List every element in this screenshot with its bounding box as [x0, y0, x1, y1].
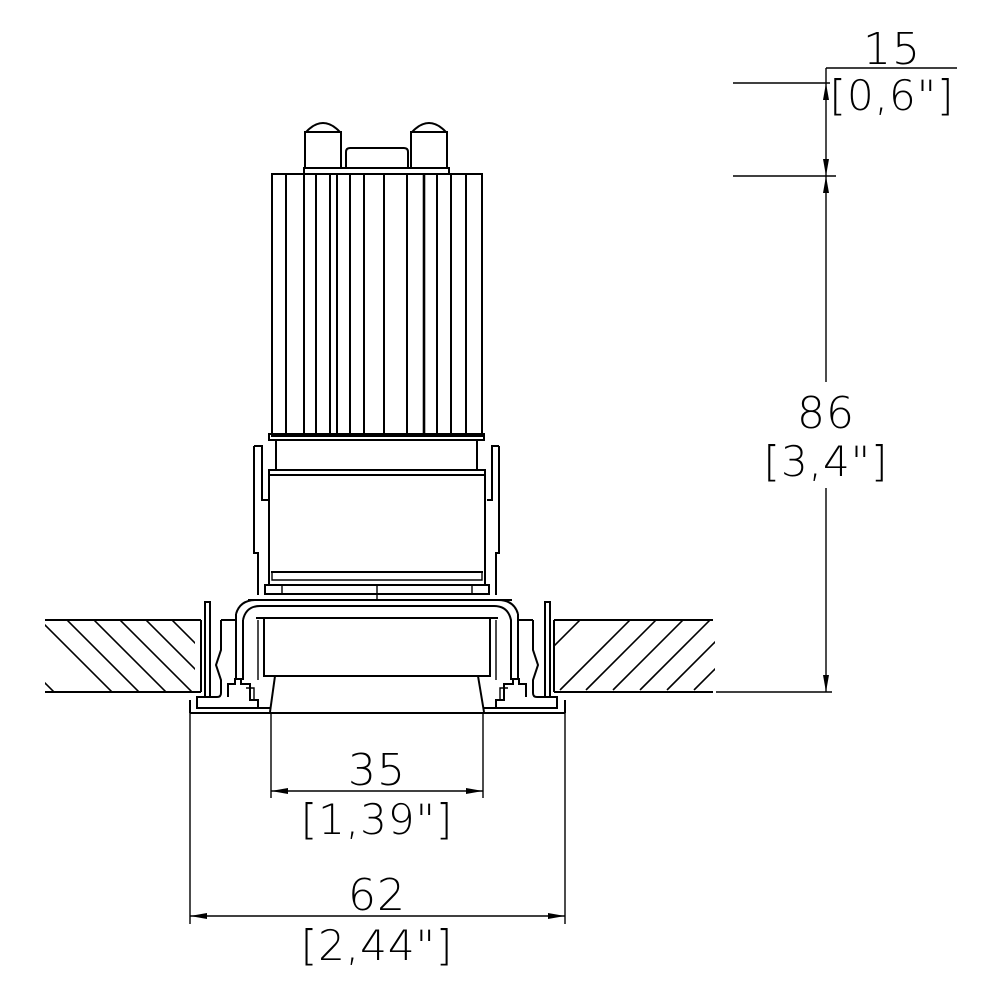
dim-height-imperial: [3,4"] — [763, 437, 889, 486]
dim-top-offset-imperial: [0,6"] — [829, 71, 955, 120]
fixture-body — [235, 440, 519, 713]
right-mounting-clip — [484, 601, 566, 714]
dim-height-metric: 86 — [797, 388, 855, 439]
dim-aperture-metric: 35 — [348, 745, 406, 796]
dimension-top-offset — [733, 67, 957, 177]
left-mounting-clip — [189, 601, 270, 714]
dimension-overall-width — [189, 713, 566, 924]
dim-overall-width-imperial: [2,44"] — [300, 921, 454, 970]
dim-overall-width-metric: 62 — [348, 870, 406, 921]
heatsink — [268, 173, 485, 441]
connector-block — [303, 122, 450, 175]
dimension-height — [823, 176, 829, 692]
dimension-aperture — [270, 712, 484, 798]
dim-aperture-imperial: [1,39"] — [300, 795, 454, 844]
ceiling-left-section — [45, 619, 202, 693]
dim-top-offset-metric: 15 — [863, 24, 921, 75]
ceiling-right-section — [553, 619, 715, 693]
